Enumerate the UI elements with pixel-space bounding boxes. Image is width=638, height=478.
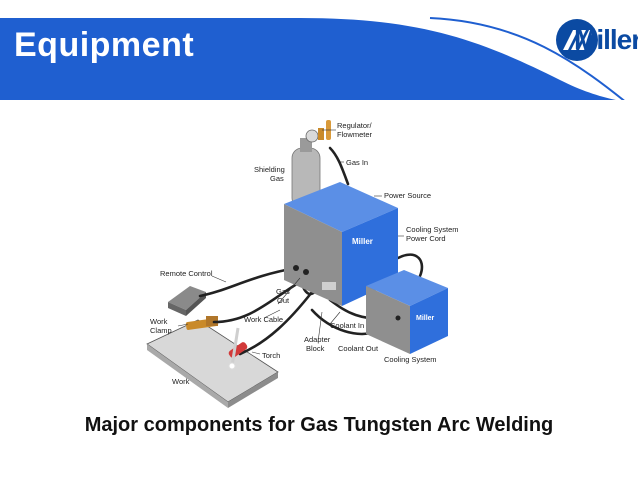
label-cooling-power-1: Cooling System [406, 225, 459, 234]
welding-torch [228, 327, 248, 370]
miller-logo-icon [556, 19, 598, 61]
label-gas: Gas [270, 174, 284, 183]
label-shielding: Shielding [254, 165, 285, 174]
label-gas-in: Gas In [346, 158, 368, 167]
cooling-power-cord [396, 253, 424, 278]
work-clamp [185, 316, 219, 330]
power-source-brand: Miller [352, 237, 373, 246]
label-remote-control: Remote Control [160, 269, 213, 278]
label-cooling-power-2: Power Cord [406, 234, 446, 243]
label-work-clamp-1: Work [150, 317, 168, 326]
brand-name: Miller [574, 24, 638, 55]
work-piece [146, 319, 279, 408]
label-regulator: Regulator/ [337, 121, 373, 130]
cooling-system: Miller [366, 270, 448, 354]
label-adapter-1: Adapter [304, 335, 331, 344]
label-coolant-in: Coolant In [330, 321, 364, 330]
label-torch: Torch [262, 351, 280, 360]
label-work-cable: Work Cable [244, 315, 283, 324]
work-cable [212, 280, 302, 324]
remote-control-pedal [168, 286, 206, 316]
power-source: Miller [284, 182, 398, 306]
label-flowmeter: Flowmeter [337, 130, 373, 139]
label-gas-out-1: Gas [276, 287, 290, 296]
label-work: Work [172, 377, 190, 386]
diagram-caption: Major components for Gas Tungsten Arc We… [84, 414, 554, 436]
label-work-clamp-2: Clamp [150, 326, 172, 335]
page-title: Equipment [14, 26, 195, 64]
regulator-flowmeter [305, 120, 331, 143]
banner-wave [0, 18, 616, 100]
cooling-system-brand: Miller [416, 315, 435, 322]
remote-control-cable [198, 266, 298, 298]
label-coolant-out: Coolant Out [338, 344, 379, 353]
header-banner [0, 0, 638, 100]
label-cooling-system: Cooling System [384, 355, 437, 364]
label-adapter-2: Block [306, 344, 325, 353]
gas-in-hose [328, 146, 350, 186]
torch-cable [238, 290, 314, 356]
label-gas-out-2: Out [277, 296, 290, 305]
gtaw-equipment-diagram: Miller Miller Regulator/ Flowmeter Gas I… [146, 120, 459, 408]
label-power-source: Power Source [384, 191, 431, 200]
